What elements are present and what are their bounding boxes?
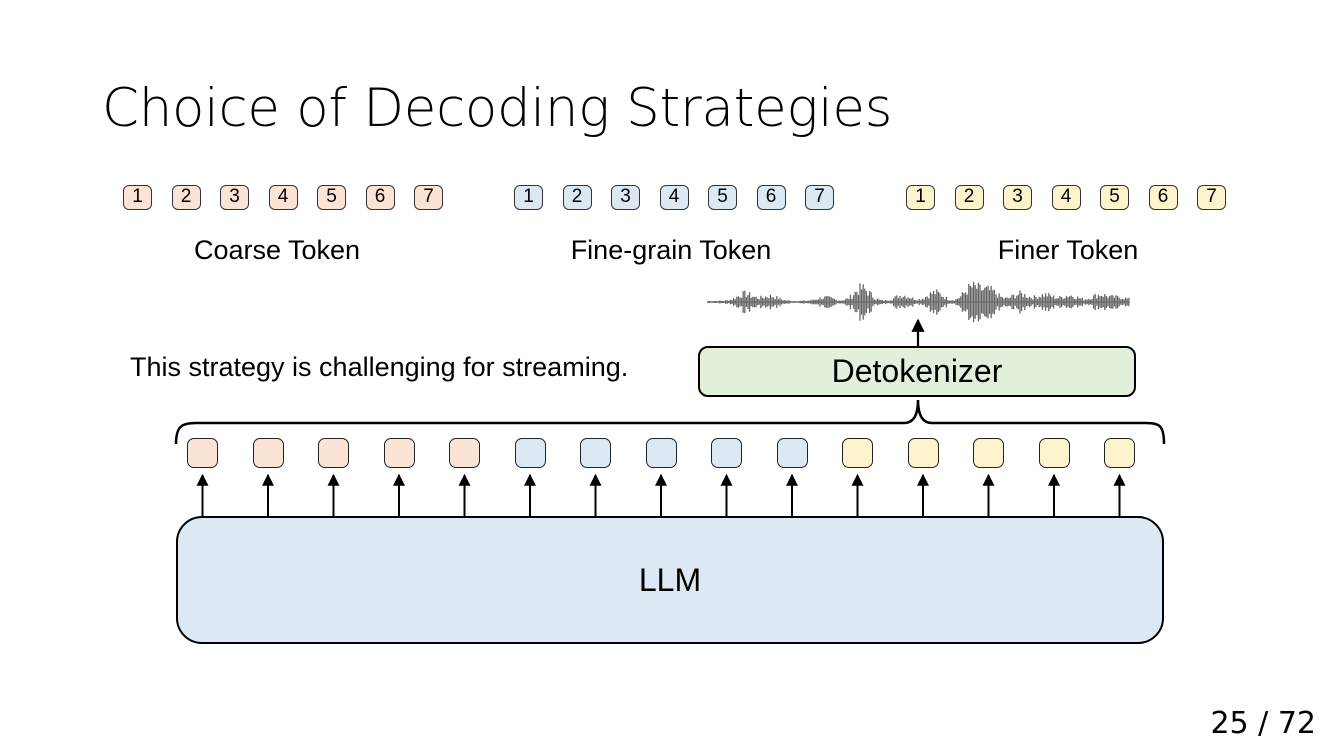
token-fine-6: 6 [756, 185, 786, 210]
token-fine-7: 7 [805, 185, 834, 210]
group-label-finer: Finer Token [997, 235, 1139, 265]
slide-title: Choice of Decoding Strategies [102, 78, 893, 139]
llm-output-arrows [196, 473, 1126, 516]
audio-waveform-icon [707, 281, 1130, 323]
token-coarse-5: 5 [317, 185, 346, 210]
detokenizer-box: Detokenizer [698, 346, 1136, 397]
token-finer-5: 5 [1100, 185, 1129, 210]
token-finer-6: 6 [1148, 185, 1178, 210]
sequence-token-finer [1104, 438, 1135, 468]
token-fine-1: 1 [514, 185, 543, 210]
token-coarse-7: 7 [414, 185, 443, 210]
group-label-fine: Fine-grain Token [570, 235, 772, 265]
llm-box: LLM [176, 516, 1164, 644]
sequence-brace [174, 399, 1166, 445]
token-coarse-4: 4 [268, 185, 298, 210]
sequence-token-coarse [187, 438, 218, 468]
token-finer-1: 1 [906, 185, 935, 210]
token-coarse-1: 1 [123, 185, 152, 210]
sequence-token-fine [514, 438, 546, 468]
group-label-coarse: Coarse Token [193, 235, 361, 265]
sequence-token-coarse [252, 438, 284, 468]
token-fine-5: 5 [708, 185, 737, 210]
token-coarse-6: 6 [365, 185, 395, 210]
sequence-token-coarse [383, 438, 415, 468]
sequence-token-finer [973, 438, 1004, 468]
sequence-token-coarse [449, 438, 480, 468]
sequence-token-fine [776, 438, 808, 468]
page-number: 25 / 72 [1210, 706, 1316, 741]
token-finer-3: 3 [1003, 185, 1032, 210]
sequence-token-fine [645, 438, 677, 468]
token-finer-2: 2 [954, 185, 984, 210]
token-coarse-3: 3 [220, 185, 249, 210]
token-finer-7: 7 [1197, 185, 1226, 210]
token-coarse-2: 2 [171, 185, 201, 210]
sequence-token-finer [842, 438, 873, 468]
sequence-token-coarse [318, 438, 349, 468]
token-fine-4: 4 [659, 185, 689, 210]
streaming-note: This strategy is challenging for streami… [130, 352, 629, 382]
sequence-token-finer [1038, 438, 1070, 468]
sequence-token-fine [580, 438, 611, 468]
sequence-token-fine [711, 438, 742, 468]
token-fine-3: 3 [611, 185, 640, 210]
sequence-token-finer [907, 438, 939, 468]
token-fine-2: 2 [562, 185, 592, 210]
token-finer-4: 4 [1051, 185, 1081, 210]
